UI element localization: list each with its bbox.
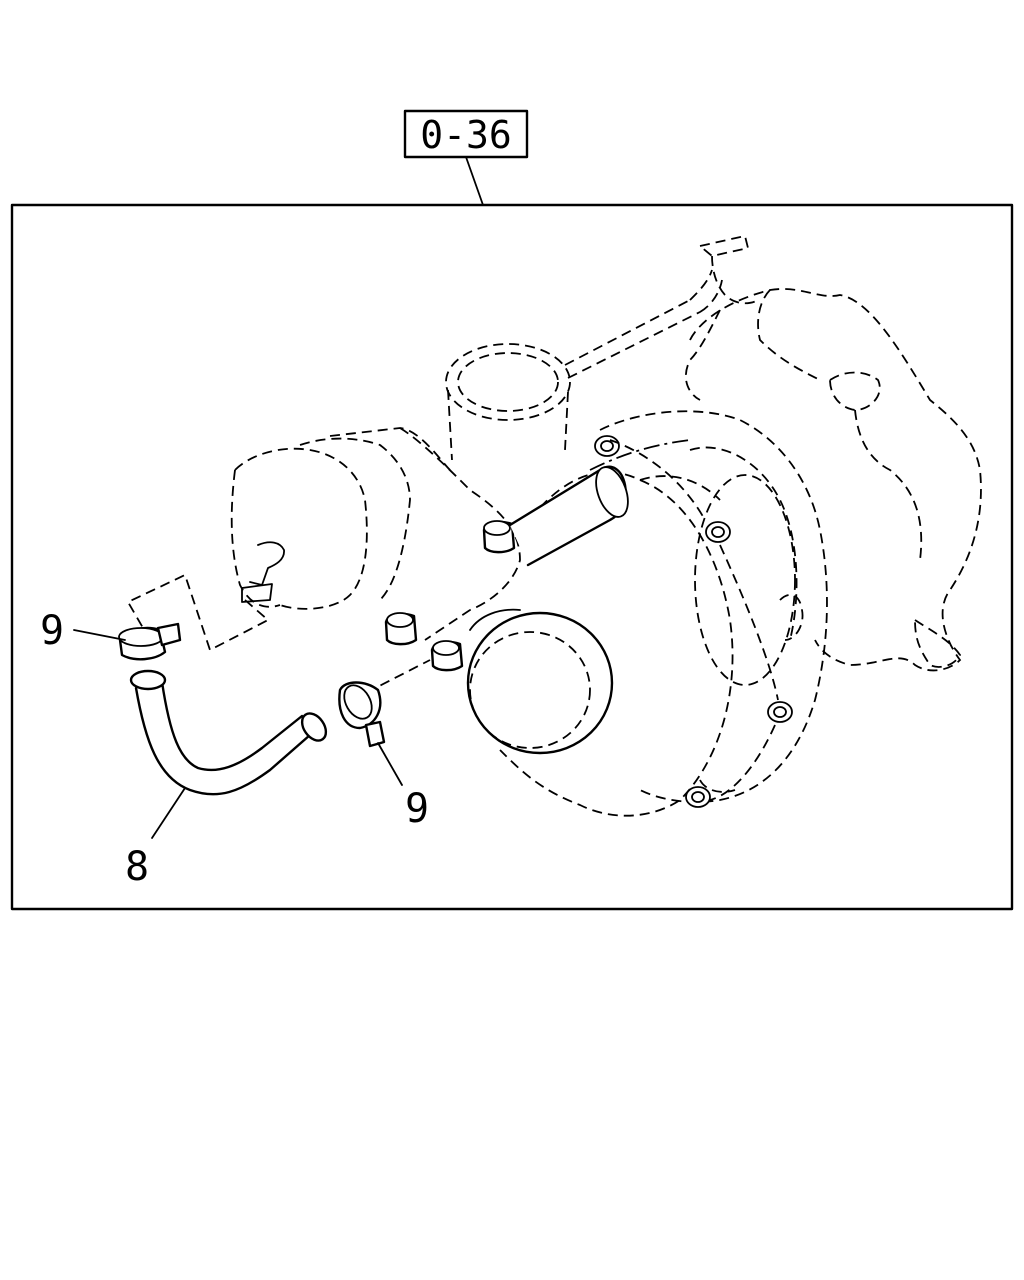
actuator-nipple-base: [241, 583, 273, 603]
compressor-inlet-bore: [469, 631, 591, 749]
clip-lower: [338, 681, 386, 748]
clip-lower-tab: [364, 720, 386, 748]
centre-housing: [599, 410, 828, 803]
bearing-housing-contour: [689, 446, 798, 641]
housing-bolts: [594, 435, 793, 808]
actuator-bracket-top: [329, 427, 451, 471]
wastegate-actuator: [230, 427, 521, 641]
callout-clip-upper: 9: [40, 608, 64, 654]
bolt-mid-flange: [705, 521, 731, 543]
bracket-bolt-lower: [384, 612, 418, 646]
oil-pipe-upper-end: [129, 669, 167, 691]
compressor-inlet-rim: [466, 611, 614, 755]
callout-oil-pipe: 8: [125, 844, 149, 890]
flange-ring: [609, 439, 779, 801]
turbocharger-assembly: [230, 234, 982, 817]
turbine-flange: [757, 289, 821, 381]
oil-pipe-lower-end: [300, 712, 328, 742]
hose-route-lower: [351, 659, 431, 701]
oil-pipe: [129, 669, 328, 796]
turbine-inlet-edge: [685, 309, 721, 401]
bolt-lower-flange: [767, 701, 793, 723]
compressor-outlet-bore: [457, 352, 559, 412]
callout-clip-lower: 9: [405, 786, 429, 832]
turbine-housing: [689, 288, 982, 672]
housing-centre-line: [589, 439, 691, 471]
actuator-can-outline: [234, 447, 368, 610]
wastegate-arm: [711, 255, 759, 305]
leader-clip-lower: [377, 742, 403, 786]
compressor-inlet-lip: [469, 608, 521, 631]
turbine-housing-rib: [854, 409, 923, 561]
actuator-bracket-plate: [399, 427, 521, 641]
reference-label: 0-36: [420, 113, 512, 157]
oil-port: [779, 593, 804, 641]
clip-upper-tab: [156, 622, 182, 647]
wastegate-rod: [564, 269, 723, 379]
reference-box: 0-36: [403, 109, 529, 206]
hose-route-upper: [126, 573, 270, 652]
diagram-frame: [10, 203, 1014, 911]
turbine-outlet-boss: [914, 618, 962, 668]
bracket-tube-end: [595, 466, 629, 518]
reference-leader: [465, 156, 484, 206]
volute-bottom-edge: [699, 779, 736, 793]
bracket-bolt-inlet: [430, 640, 464, 672]
actuator-diaphragm: [299, 437, 411, 601]
turbine-mount-boss: [829, 371, 881, 411]
clip-upper: [118, 622, 182, 661]
actuator-can-front: [230, 469, 281, 608]
leader-oil-pipe: [151, 787, 186, 839]
wastegate-lever: [698, 234, 750, 257]
bolt-bottom-flange: [685, 786, 711, 808]
turbine-back-plate: [694, 474, 796, 686]
compressor-outlet-neck: [447, 389, 569, 461]
bolt-upper-flange: [594, 435, 620, 457]
actuator-nipple: [249, 541, 285, 586]
compressor-outlet-rim: [445, 343, 571, 421]
leader-clip-upper: [73, 629, 126, 641]
bracket-bolt-top: [482, 520, 516, 554]
volute-top-edge: [639, 475, 721, 501]
compressor-volute: [499, 471, 734, 817]
